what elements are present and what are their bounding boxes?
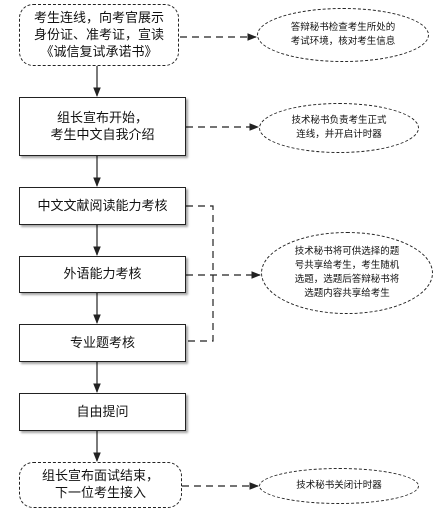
step-reading-assessment-label: 中文文献阅读能力考核 (37, 198, 168, 214)
note-technical-secretary-connect-line2: 连线，并开启计时器 (296, 129, 382, 140)
step-foreign-language-assessment-label: 外语能力考核 (63, 267, 142, 282)
note-technical-secretary-connect: 技术秘书负责考生正式 连线，并开启计时器 (259, 103, 419, 153)
note-question-selection-line4: 选题内容共享给考生 (304, 288, 390, 299)
step-interview-end-line1: 组长宣布面试结束， (41, 469, 159, 484)
note-close-timer-label: 技术秘书关闭计时器 (296, 480, 382, 491)
step-self-introduction-line2: 考生中文自我介绍 (50, 127, 155, 143)
note-technical-secretary-connect-line1: 技术秘书负责考生正式 (291, 115, 387, 126)
note-secretary-check-environment-line2: 考试环境，核对考生信息 (290, 36, 396, 47)
step-self-introduction-line1: 组长宣布开始， (56, 110, 148, 126)
step-free-questions-label: 自由提问 (76, 404, 129, 420)
step-verify-identity-line2: 身份证、准考证，宣读 (33, 27, 164, 43)
step-self-introduction: 组长宣布开始， 考生中文自我介绍 (19, 97, 186, 156)
step-professional-questions-label: 专业题考核 (69, 335, 135, 351)
step-interview-end: 组长宣布面试结束， 下一位考生接入 (19, 462, 182, 508)
note-question-selection-line3: 选题，选题后答辩秘书将 (294, 274, 400, 285)
step-verify-identity-line3: 《诚信复试承诺书》 (40, 44, 158, 60)
step-verify-identity-line1: 考生连线，向考官展示 (33, 10, 164, 26)
note-secretary-check-environment: 答辩秘书检查考生所处的 考试环境，核对考生信息 (257, 8, 429, 62)
note-question-selection: 技术秘书将可供选择的题 号共享给考生，考生随机 选题，选题后答辩秘书将 选题内容… (261, 232, 433, 314)
note-secretary-check-environment-line1: 答辩秘书检查考生所处的 (290, 22, 396, 33)
dashed-bracket (186, 205, 214, 342)
note-question-selection-line1: 技术秘书将可供选择的题 (294, 246, 400, 257)
step-foreign-language-assessment: 外语能力考核 (19, 256, 186, 293)
step-professional-questions: 专业题考核 (19, 324, 186, 362)
note-question-selection-line2: 号共享给考生，考生随机 (294, 260, 400, 271)
step-interview-end-line2: 下一位考生接入 (54, 486, 146, 501)
step-verify-identity: 考生连线，向考官展示 身份证、准考证，宣读 《诚信复试承诺书》 (19, 4, 179, 66)
step-free-questions: 自由提问 (19, 393, 186, 431)
step-reading-assessment: 中文文献阅读能力考核 (19, 187, 186, 225)
note-close-timer: 技术秘书关闭计时器 (259, 468, 419, 504)
